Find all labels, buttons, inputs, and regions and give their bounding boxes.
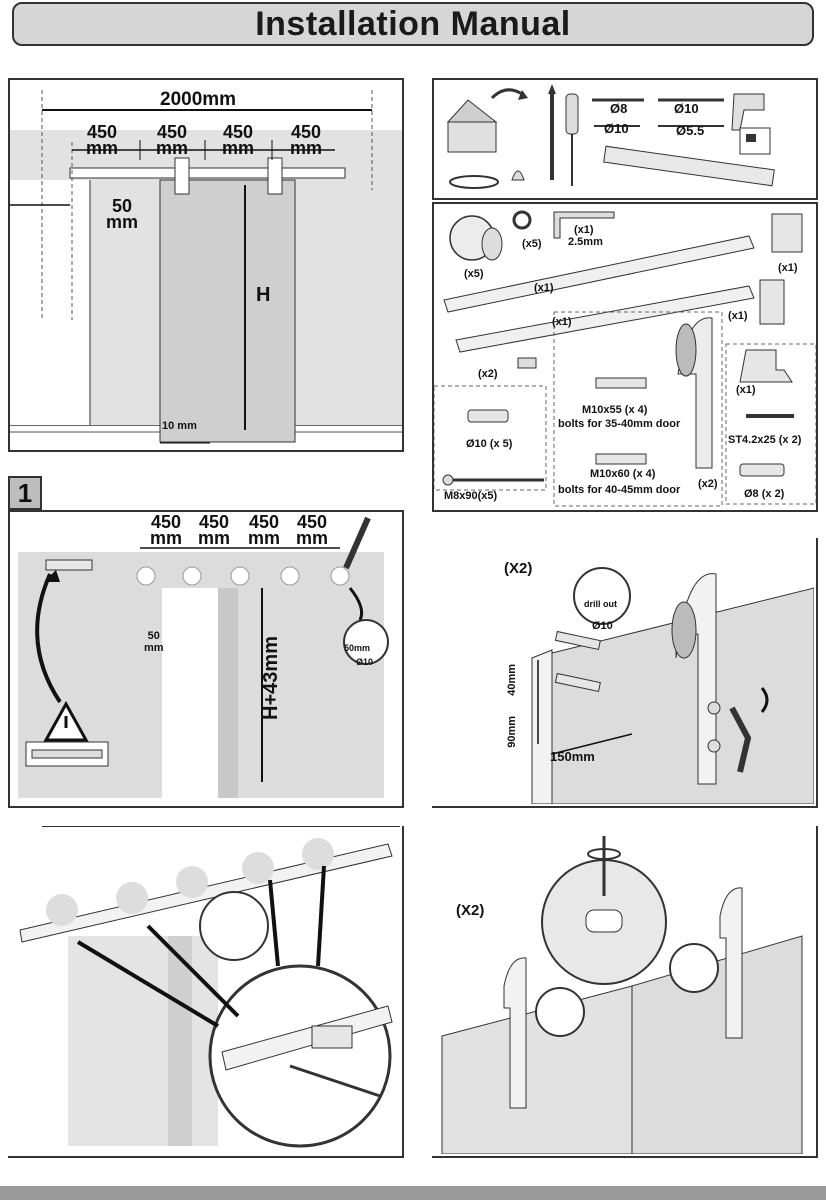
parts-bolt-m10x60-note: bolts for 40-45mm door bbox=[558, 484, 681, 496]
step-3-panel: (X2) drill out Ø10 40mm 90mm 150mm bbox=[432, 538, 818, 808]
step-4-panel: (X2) bbox=[432, 826, 818, 1158]
parts-bolt-m10x55-note: bolts for 35-40mm door bbox=[558, 418, 681, 430]
bottom-bar bbox=[0, 1186, 826, 1200]
overview-offset-value: 50 bbox=[111, 196, 133, 216]
overview-seg4-value: 450 bbox=[290, 122, 322, 142]
step-3-dim-150: 150mm bbox=[550, 749, 595, 764]
step-1-drill-depth: 50mm bbox=[344, 643, 371, 653]
tools-drill-bit-8: Ø8 bbox=[610, 101, 628, 116]
tools-drawing bbox=[446, 84, 775, 189]
step-1-seg4-value: 450 bbox=[296, 512, 328, 532]
parts-bolt-m10x55: M10x55 (x 4) bbox=[582, 404, 648, 416]
step-3-drill-out: drill out bbox=[584, 599, 617, 609]
parts-guide-roller-count: (x2) bbox=[478, 368, 498, 380]
tools-drill-bit-10: Ø10 bbox=[674, 101, 699, 116]
parts-rail2-count: (x1) bbox=[552, 316, 572, 328]
step-3-dim-40: 40mm bbox=[506, 664, 518, 696]
step-2-panel bbox=[8, 826, 404, 1158]
parts-bolt-m10x60: M10x60 (x 4) bbox=[590, 468, 656, 480]
overview-seg1-value: 450 bbox=[86, 122, 118, 142]
step-3-dim-90: 90mm bbox=[506, 716, 518, 748]
step-1-seg1-value: 450 bbox=[150, 512, 182, 532]
parts-anchor-10: Ø10 (x 5) bbox=[466, 438, 513, 450]
parts-hex-key-size: 2.5mm bbox=[568, 236, 603, 248]
overview-drawing bbox=[10, 90, 402, 450]
step-1-drawing bbox=[18, 516, 389, 798]
parts-bracket1-count: (x1) bbox=[778, 262, 798, 274]
step-1-offset-unit: mm bbox=[144, 642, 164, 654]
step-1-number: 1 bbox=[8, 476, 42, 510]
parts-hex-key-count: (x1) bbox=[574, 224, 594, 236]
step-1-seg3-value: 450 bbox=[248, 512, 280, 532]
overview-offset-unit: mm bbox=[106, 212, 139, 232]
step-1-seg2-value: 450 bbox=[198, 512, 230, 532]
step-1-seg4-unit: mm bbox=[296, 528, 329, 548]
parts-stopper-count: (x5) bbox=[464, 268, 484, 280]
tools-wrench-5-5: Ø5.5 bbox=[676, 123, 705, 138]
overview-height-label: H bbox=[256, 284, 271, 306]
step-1-drill-dia: Ø10 bbox=[356, 657, 374, 667]
step-3-count: (X2) bbox=[504, 560, 533, 577]
step-3-drawing bbox=[531, 567, 814, 804]
parts-panel: (x5) (x5) (x1) 2.5mm (x1) (x1) (x1) (x1)… bbox=[432, 202, 818, 512]
parts-screw-m8: M8x90(x5) bbox=[444, 490, 498, 502]
parts-st-screw: ST4.2x25 (x 2) bbox=[728, 434, 802, 446]
parts-hanger-count: (x2) bbox=[698, 478, 718, 490]
overview-seg4-unit: mm bbox=[290, 138, 323, 158]
step-1-offset-value: 50 bbox=[147, 630, 160, 642]
step-1-seg3-unit: mm bbox=[248, 528, 281, 548]
parts-anchor-8: Ø8 (x 2) bbox=[744, 488, 785, 500]
overview-seg3-unit: mm bbox=[222, 138, 255, 158]
parts-drawing bbox=[434, 210, 816, 507]
step-4-count: (X2) bbox=[456, 902, 485, 919]
overview-seg1-unit: mm bbox=[86, 138, 119, 158]
step-1-seg2-unit: mm bbox=[198, 528, 231, 548]
parts-rail1-count: (x1) bbox=[534, 282, 554, 294]
overview-seg2-unit: mm bbox=[156, 138, 189, 158]
overview-seg2-value: 450 bbox=[156, 122, 188, 142]
parts-floor-guide-count: (x1) bbox=[736, 384, 756, 396]
step-2-drawing bbox=[19, 826, 400, 1148]
overview-seg3-value: 450 bbox=[222, 122, 254, 142]
step-1-height-label: H+43mm bbox=[260, 636, 282, 720]
step-1-seg1-unit: mm bbox=[150, 528, 183, 548]
parts-washer-count: (x5) bbox=[522, 238, 542, 250]
step-4-drawing bbox=[441, 836, 803, 1154]
parts-bracket2-count: (x1) bbox=[728, 310, 748, 322]
overview-total-dim: 2000mm bbox=[160, 89, 237, 110]
title-bar: Installation Manual bbox=[12, 2, 814, 46]
step-3-drill-dia: Ø10 bbox=[592, 620, 613, 632]
tools-panel: Ø8 Ø10 Ø10 Ø5.5 bbox=[432, 78, 818, 200]
tools-wrench-10: Ø10 bbox=[604, 121, 629, 136]
page-title: Installation Manual bbox=[255, 4, 571, 43]
overview-gap-label: 10 mm bbox=[162, 420, 197, 432]
